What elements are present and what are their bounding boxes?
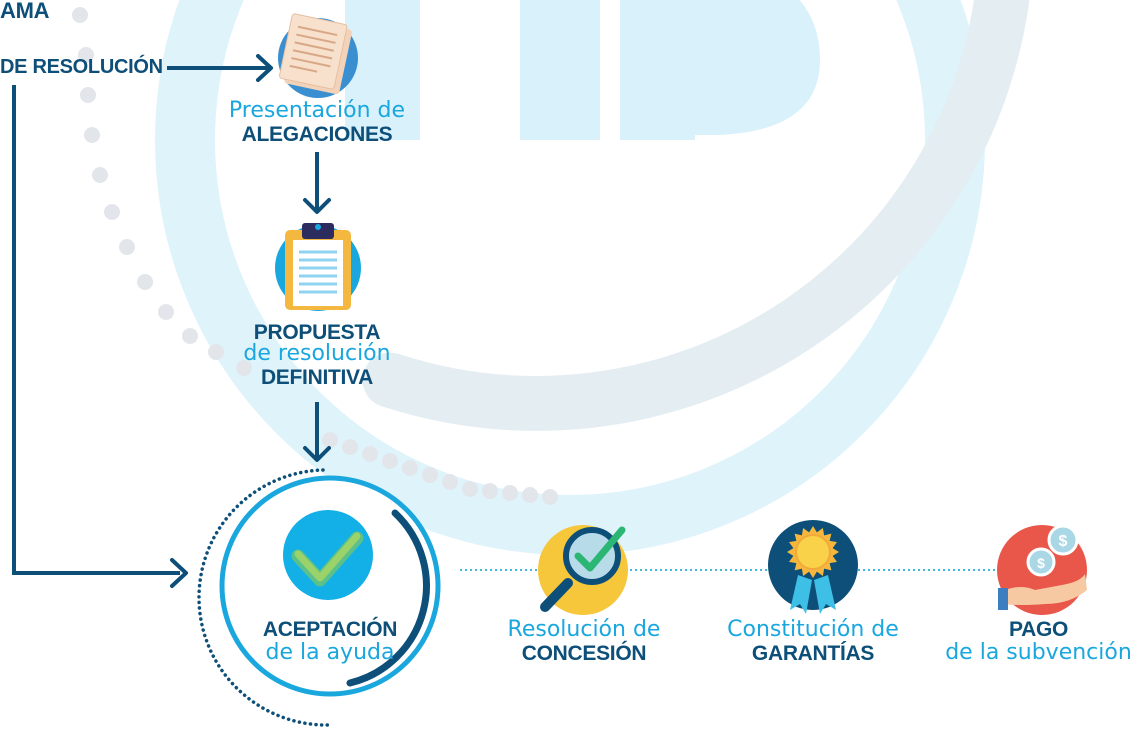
arc-dot [78,47,94,63]
arrow-to-aceptacion [303,402,331,462]
arc-dot [422,467,438,483]
arc-dot [208,344,224,360]
arc-dot [80,87,96,103]
arc-dot [236,360,252,376]
garantias-line2: GARANTÍAS [751,642,875,665]
pago-label: PAGO de la subvención [932,619,1145,664]
arc-dot [402,460,418,476]
pago-line1: PAGO [1008,618,1069,641]
award-medal-icon [768,520,858,614]
arc-dot [119,239,135,255]
alegaciones-line1: Presentación de [228,98,406,123]
resolucion-step-label: DE RESOLUCIÓN [0,56,163,78]
propuesta-label: PROPUESTA de resolución DEFINITIVA [217,322,417,388]
arc-dot [72,7,88,23]
propuesta-line3: DEFINITIVA [260,366,374,389]
arc-dot [342,439,358,455]
arc-dot [182,328,198,344]
arc-dot [92,167,108,183]
concesion-label: Resolución de CONCESIÓN [484,617,684,665]
concesion-line1: Resolución de [507,617,661,642]
arc-dot [502,485,518,501]
arc-dot [482,483,498,499]
arrow-to-propuesta [303,152,331,214]
concesion-line2: CONCESIÓN [521,642,647,665]
garantias-line1: Constitución de [727,617,899,642]
alegaciones-label: Presentación de ALEGACIONES [217,98,417,146]
propuesta-line2: de resolución [243,341,391,366]
arrow-to-alegaciones [167,54,273,82]
title-fragment: AMA [0,0,50,23]
aceptacion-line2: de la ayuda [265,640,395,665]
garantias-label: Constitución de GARANTÍAS [710,617,916,665]
arc-dot [382,453,398,469]
arc-dot [522,487,538,503]
arc-dot [322,432,338,448]
document-stack-icon [278,13,358,98]
connector-left-loop [12,85,188,588]
pago-line2: de la subvención [945,640,1132,665]
coin-glyph: $ [1059,533,1068,550]
watermark-logo [155,0,1030,555]
arc-dot [362,446,378,462]
arc-dot [104,204,120,220]
aceptacion-node [197,468,441,727]
alegaciones-line2: ALEGACIONES [241,123,393,146]
hand-coins-icon: $ $ [997,524,1087,615]
aceptacion-label: ACEPTACIÓN de la ayuda [230,619,430,664]
dotted-arc [72,7,558,505]
arc-dot [462,481,478,497]
aceptacion-line1: ACEPTACIÓN [262,618,398,641]
arc-dot [442,474,458,490]
arc-dot [542,489,558,505]
checkmark-icon [283,510,373,600]
magnifier-check-icon [538,525,628,615]
arc-dot [84,127,100,143]
arc-dot [158,304,174,320]
propuesta-line1: PROPUESTA [253,321,381,344]
coin-glyph: $ [1037,555,1045,571]
clipboard-icon [275,223,361,311]
arc-dot [137,274,153,290]
